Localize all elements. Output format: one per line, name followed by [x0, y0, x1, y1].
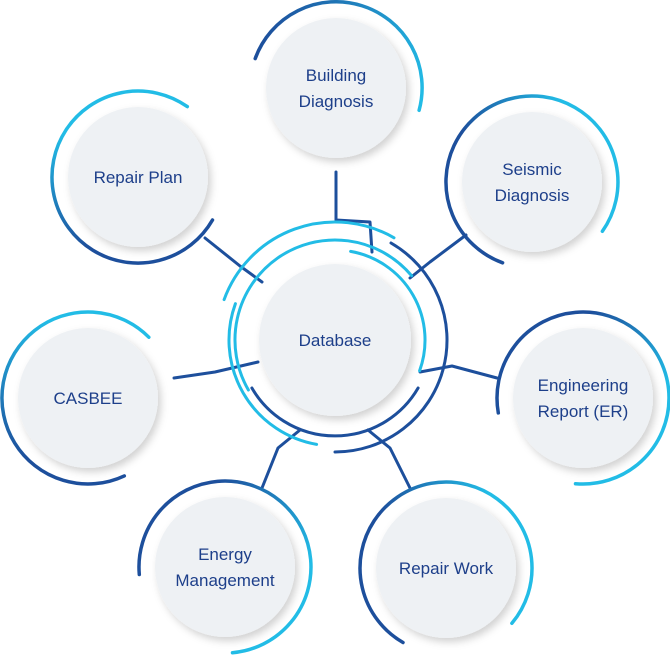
- node-energy-management-label: Energy: [198, 545, 252, 564]
- node-repair-plan-label: Repair Plan: [94, 168, 183, 187]
- node-building-diagnosis-circle: [266, 18, 406, 158]
- connector-building-diagnosis: [334, 170, 374, 254]
- node-casbee-circle: [18, 328, 158, 468]
- node-circles: [18, 18, 653, 638]
- node-repair-plan-circle: [68, 107, 208, 247]
- hub-swirl-arc: [233, 238, 414, 392]
- node-seismic-diagnosis-label: Diagnosis: [495, 186, 570, 205]
- node-labels: DatabaseBuildingDiagnosisSeismicDiagnosi…: [54, 66, 629, 590]
- node-repair-work-label: Repair Work: [399, 559, 494, 578]
- node-database-label: Database: [299, 331, 372, 350]
- connector-seismic-diagnosis: [408, 233, 468, 280]
- node-seismic-diagnosis-label: Seismic: [502, 160, 562, 179]
- node-engineering-report-label: Report (ER): [538, 402, 629, 421]
- ring-repair-plan: [50, 89, 215, 265]
- node-database-circle: [259, 264, 411, 416]
- node-engineering-report-circle: [513, 328, 653, 468]
- node-seismic-diagnosis-circle: [462, 112, 602, 252]
- ring-repair-work: [358, 480, 534, 645]
- node-building-diagnosis-label: Building: [306, 66, 367, 85]
- node-engineering-report-label: Engineering: [538, 376, 629, 395]
- hub-swirl-arc: [222, 220, 396, 302]
- ring-engineering-report: [495, 310, 670, 486]
- node-repair-work-circle: [376, 498, 516, 638]
- node-energy-management-circle: [155, 497, 295, 637]
- ring-building-diagnosis: [253, 0, 424, 113]
- hub-swirl-arc: [227, 302, 319, 446]
- ring-energy-management: [137, 479, 313, 655]
- hub-swirl-arc: [349, 249, 427, 373]
- ring-seismic-diagnosis: [444, 94, 620, 265]
- hub-swirl-arc: [333, 241, 449, 454]
- node-building-diagnosis-label: Diagnosis: [299, 92, 374, 111]
- node-casbee-label: CASBEE: [54, 389, 123, 408]
- connector-repair-work: [366, 428, 412, 490]
- hub-swirl-arc: [250, 386, 420, 438]
- connector-lines: [172, 170, 499, 490]
- node-energy-management-label: Management: [175, 571, 275, 590]
- connector-repair-plan: [203, 236, 264, 284]
- connector-engineering-report: [418, 364, 499, 380]
- connector-casbee: [172, 360, 260, 380]
- ring-casbee: [0, 310, 151, 486]
